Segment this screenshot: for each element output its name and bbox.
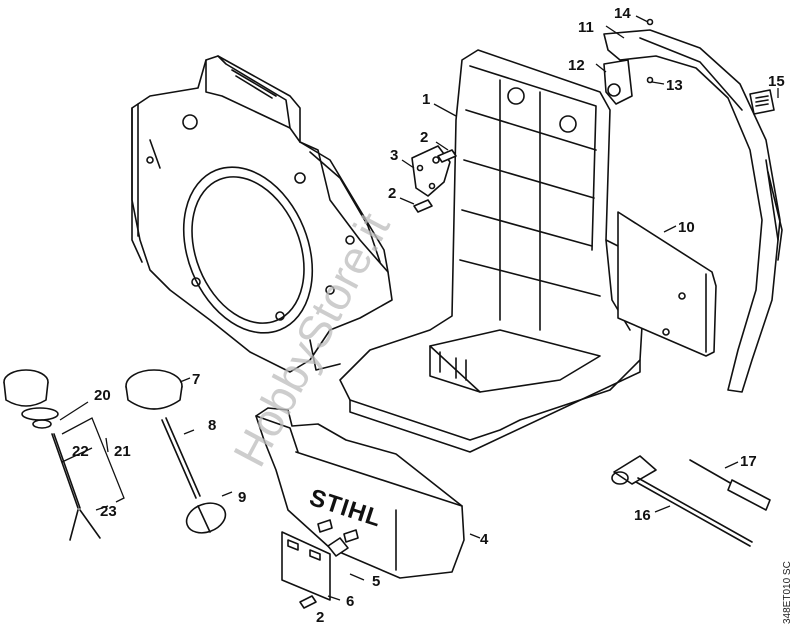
- callout-16: 16: [634, 507, 651, 524]
- bracket-plate-assembly: [411, 145, 457, 213]
- callout-13: 13: [666, 77, 683, 94]
- callout-20: 20: [94, 387, 111, 404]
- callout-8: 8: [208, 417, 216, 434]
- callout-2-bottom: 2: [316, 609, 324, 626]
- callout-23: 23: [100, 503, 117, 520]
- callout-21: 21: [114, 443, 131, 460]
- callout-12: 12: [568, 57, 585, 74]
- callout-15: 15: [768, 73, 785, 90]
- callout-10: 10: [678, 219, 695, 236]
- screwdriver: [689, 459, 771, 511]
- back-pad: [617, 211, 717, 357]
- reference-code: 348ET010 SC: [782, 561, 793, 624]
- combination-wrench: [611, 455, 753, 547]
- callout-7: 7: [192, 371, 200, 388]
- callout-4: 4: [480, 531, 489, 548]
- callout-2-mid: 2: [388, 185, 396, 202]
- backpack-frame: [339, 49, 645, 453]
- callout-22: 22: [72, 443, 89, 460]
- callout-17: 17: [740, 453, 757, 470]
- leader-lines: [59, 15, 779, 601]
- callout-9: 9: [238, 489, 246, 506]
- callout-1: 1: [422, 91, 430, 108]
- callout-3: 3: [390, 147, 398, 164]
- fuel-tank: STIHL: [255, 407, 465, 579]
- callouts: 1 2 3 2 4 5 6 2 7 8 9 10 11 12 13 14 15 …: [72, 5, 785, 626]
- pickup-assembly: [3, 369, 101, 541]
- callout-14: 14: [614, 5, 631, 22]
- harness-strap: [603, 18, 783, 393]
- fuel-cap-assembly: [125, 369, 227, 534]
- callout-2-top: 2: [420, 129, 428, 146]
- callout-6: 6: [346, 593, 354, 610]
- tank-mount-parts: [281, 531, 349, 609]
- callout-5: 5: [372, 573, 380, 590]
- callout-11: 11: [578, 19, 594, 36]
- blower-housing: [131, 55, 393, 373]
